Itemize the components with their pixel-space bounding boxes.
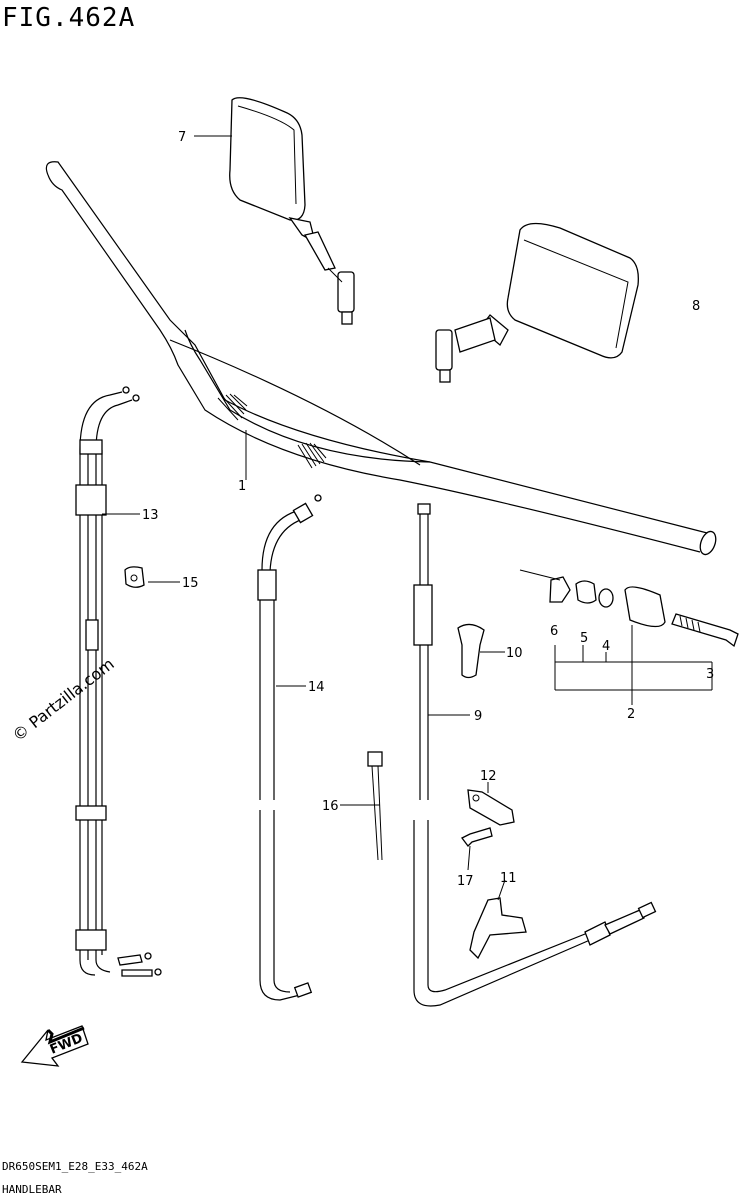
callout-9: 9	[474, 709, 482, 724]
figure-title: FIG.462A	[2, 3, 135, 33]
handlebar[interactable]	[45, 161, 718, 557]
callout-2: 2	[627, 707, 635, 722]
cable-tie-16[interactable]	[367, 751, 383, 861]
callout-11: 11	[500, 871, 517, 886]
figure-code: DR650SEM1_E28_E33_462A	[2, 1160, 148, 1173]
callout-14: 14	[308, 680, 325, 695]
callout-17: 17	[457, 874, 474, 889]
bar-end-assembly[interactable]	[519, 569, 739, 705]
callout-4: 4	[602, 639, 610, 654]
clutch-cable[interactable]	[413, 503, 657, 1007]
callout-10: 10	[506, 646, 523, 661]
bolt-17[interactable]	[461, 827, 493, 847]
cable-clip[interactable]	[124, 566, 145, 588]
bracket-12[interactable]	[467, 789, 515, 826]
mirror-left[interactable]	[229, 97, 355, 325]
bracket-11[interactable]	[469, 897, 527, 960]
mirror-right[interactable]	[435, 222, 639, 383]
callout-8: 8	[692, 299, 700, 314]
cable-guide[interactable]	[457, 623, 485, 679]
callout-12: 12	[480, 769, 497, 784]
choke-cable[interactable]	[257, 494, 322, 1001]
callout-leaders	[102, 135, 506, 901]
callout-13: 13	[142, 508, 159, 523]
throttle-cables[interactable]	[75, 386, 162, 977]
callout-labels: 1 2 3 4 5 6 7 8 9 10 11 12 13 14 15 16 1…	[142, 130, 714, 889]
callout-1: 1	[238, 479, 246, 494]
callout-6: 6	[550, 624, 558, 639]
callout-3: 3	[706, 667, 714, 682]
callout-15: 15	[182, 576, 199, 591]
callout-7: 7	[178, 130, 186, 145]
figure-name: HANDLEBAR	[2, 1183, 62, 1196]
fwd-arrow-icon: FWD	[20, 1025, 89, 1067]
callout-16: 16	[322, 799, 339, 814]
callout-5: 5	[580, 631, 588, 646]
